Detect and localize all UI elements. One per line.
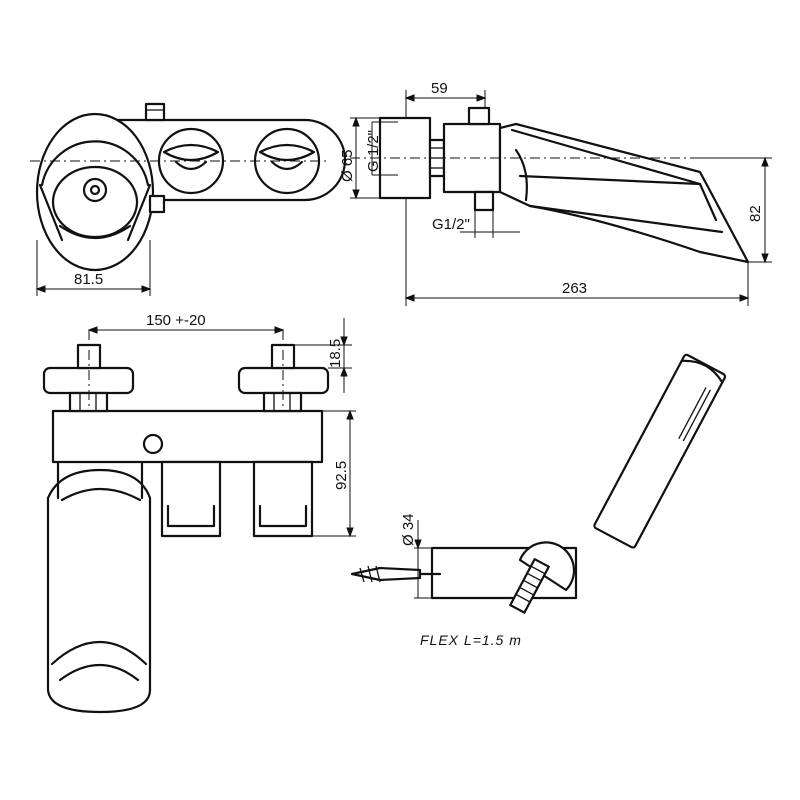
dim-g1-2-outlet: G1/2" bbox=[432, 216, 470, 233]
side-spout bbox=[498, 122, 750, 264]
front-spout bbox=[46, 468, 152, 714]
dim-18-5: 18.5 bbox=[327, 339, 344, 368]
dim-d65: Ø 65 bbox=[339, 149, 356, 182]
dim-g-1-2: G 1/2" bbox=[365, 130, 382, 172]
dim-92-5: 92.5 bbox=[333, 461, 350, 490]
side-view: 59 Ø 65 G 1/2" G1/2" 82 263 bbox=[339, 80, 772, 306]
top-view: 81.5 bbox=[30, 102, 347, 296]
dim-263: 263 bbox=[562, 280, 587, 297]
dim-150-20: 150 +-20 bbox=[146, 312, 206, 329]
dim-81-5: 81.5 bbox=[74, 271, 103, 288]
front-view: 150 +-20 18.5 92.5 bbox=[42, 312, 356, 714]
flex-hose-note: FLEX L=1.5 m bbox=[420, 632, 522, 648]
hand-shower-set: Ø 34 FLEX L=1.5 m bbox=[350, 353, 727, 648]
dim-59: 59 bbox=[431, 80, 448, 97]
dim-d34: Ø 34 bbox=[400, 513, 417, 546]
dim-82: 82 bbox=[747, 205, 764, 222]
shower-handle bbox=[593, 353, 727, 549]
